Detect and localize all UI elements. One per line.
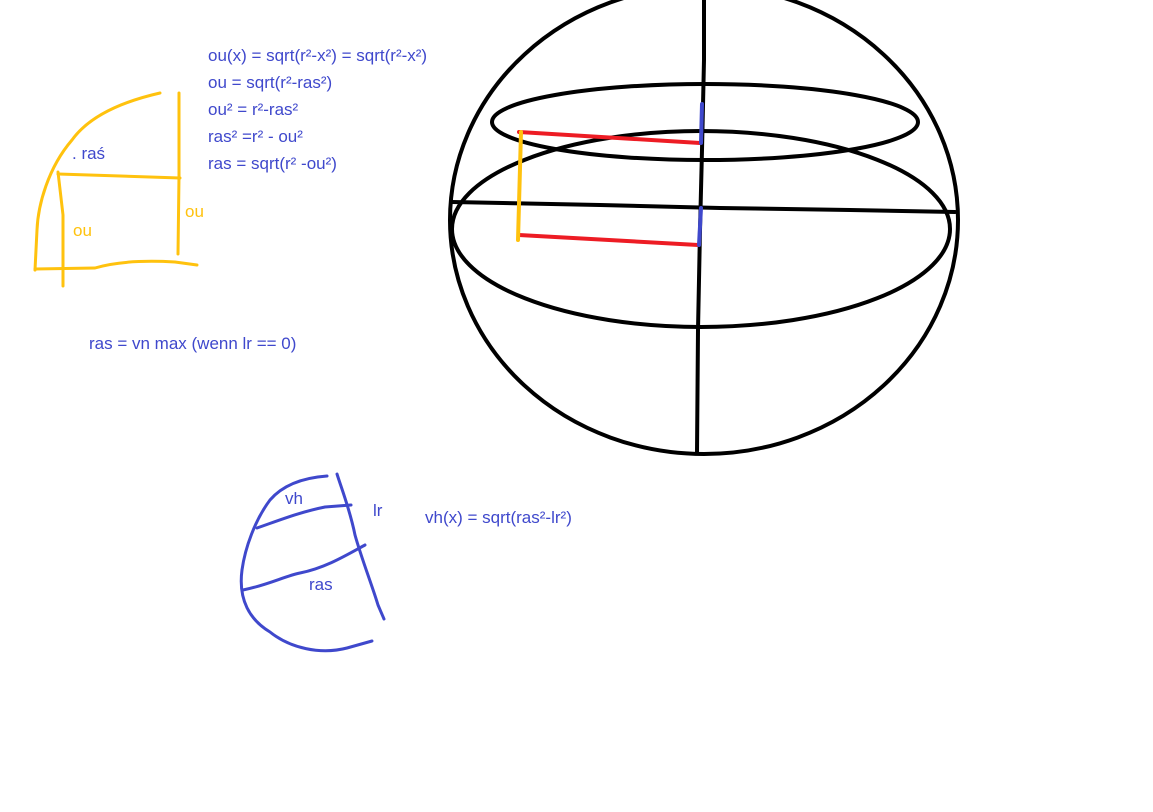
blue-axis-segments bbox=[697, 102, 704, 247]
blue-label-lr: lr bbox=[373, 501, 383, 520]
yellow-horizontal-top bbox=[56, 172, 182, 180]
lower-blue-segment bbox=[697, 206, 703, 247]
yellow-base bbox=[33, 259, 199, 271]
yellow-label-ou-left: ou bbox=[73, 221, 92, 240]
formula-line-5: ras = sqrt(r² -ou²) bbox=[208, 154, 337, 173]
sphere bbox=[448, 0, 960, 456]
yellow-label-ras: . raś bbox=[72, 144, 106, 163]
vh-formula: vh(x) = sqrt(ras²-lr²) bbox=[425, 508, 572, 527]
yellow-arc bbox=[33, 91, 162, 272]
upper-red-chord bbox=[517, 130, 702, 145]
vertical-axis bbox=[695, 0, 706, 455]
formula-line-1: ou(x) = sqrt(r²-x²) = sqrt(r²-x²) bbox=[208, 46, 428, 65]
ras-max-formula: ras = vn max (wenn lr == 0) bbox=[89, 334, 297, 353]
yellow-label-ou-right: ou bbox=[185, 202, 204, 221]
yellow-vertical-right bbox=[176, 91, 181, 256]
blue-upper-chord bbox=[255, 503, 353, 530]
yellow-vertical-segment bbox=[516, 130, 523, 242]
formula-line-4: ras² =r² - ou² bbox=[208, 127, 303, 146]
lower-red-chord bbox=[517, 233, 700, 247]
red-chords bbox=[517, 130, 702, 247]
blue-sketch bbox=[239, 472, 386, 653]
yellow-sketch bbox=[33, 91, 199, 288]
formula-line-2: ou = sqrt(r²-ras²) bbox=[208, 73, 333, 92]
blue-label-ras: ras bbox=[309, 575, 333, 594]
blue-lower-chord bbox=[241, 543, 367, 592]
blue-outer-arc bbox=[239, 474, 374, 653]
blue-label-vh: vh bbox=[285, 489, 303, 508]
horizontal-axis bbox=[450, 200, 957, 214]
sphere-outline bbox=[448, 0, 960, 456]
blue-right-edge bbox=[335, 472, 386, 621]
upper-blue-segment bbox=[699, 102, 704, 145]
yellow-vertical-left bbox=[56, 170, 65, 288]
formula-line-3: ou² = r²-ras² bbox=[208, 100, 299, 119]
